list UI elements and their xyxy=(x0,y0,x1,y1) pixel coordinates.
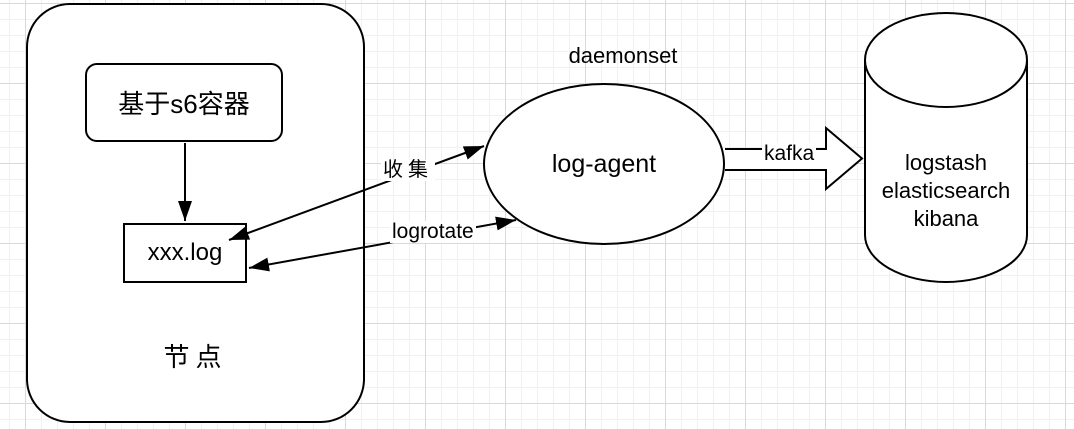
node-group-label: 节点 xyxy=(163,342,228,372)
storage-line-logstash: logstash xyxy=(905,150,987,175)
log-file-box: xxx.log xyxy=(123,223,247,283)
daemonset-caption: daemonset xyxy=(568,43,678,68)
collect-edge-label: 收集 xyxy=(381,159,435,181)
storage-cylinder-label: logstash elasticsearch kibana xyxy=(865,149,1027,233)
log-file-label: xxx.log xyxy=(147,239,223,266)
log-agent-label: log-agent xyxy=(551,149,657,178)
storage-line-elasticsearch: elasticsearch xyxy=(881,178,1011,203)
storage-line-kibana: kibana xyxy=(913,206,979,231)
log-agent-ellipse: log-agent xyxy=(483,83,725,245)
storage-cylinder xyxy=(864,12,1028,283)
s6-container-label: 基于s6容器 xyxy=(118,89,250,119)
s6-container-box: 基于s6容器 xyxy=(85,63,283,142)
kafka-edge-label: kafka xyxy=(762,142,817,166)
logrotate-edge-label: logrotate xyxy=(390,220,476,244)
